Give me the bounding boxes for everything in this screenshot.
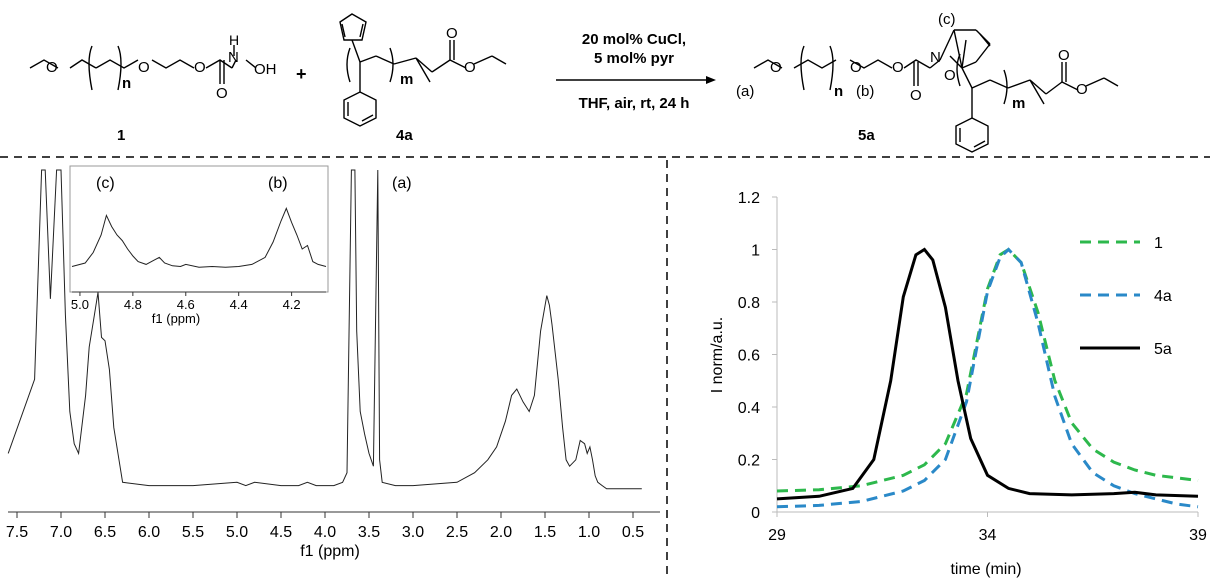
nmr-tick-label: 5.0 [226, 524, 248, 541]
gpc-legend: 1 4a 5a [1080, 235, 1172, 358]
nmr-x-axis-label: f1 (ppm) [300, 543, 360, 560]
label-b-scheme: (b) [856, 83, 874, 100]
nmr-tick-label: 5.5 [182, 524, 204, 541]
inset-tick-label: 5.0 [71, 297, 89, 312]
compound-1-label: 1 [117, 127, 125, 144]
gpc-y-tick-label: 0.8 [738, 295, 760, 312]
nmr-inset: 5.0 4.8 4.6 4.4 4.2 f1 (ppm) (c) (b) [69, 165, 329, 326]
atom-o-4: O [216, 85, 228, 102]
atom-o-7: O [770, 59, 782, 76]
inset-trace-line [71, 207, 327, 268]
repeat-n-2: n [834, 83, 843, 100]
atom-n-1: N [228, 49, 239, 66]
compound-5a-label: 5a [858, 127, 875, 144]
gpc-y-tick-label: 0.2 [738, 453, 760, 470]
gpc-y-axis-label: I norm/a.u. [709, 317, 726, 393]
inset-tick-label: 4.2 [283, 297, 301, 312]
gpc-x-axis-label: time (min) [950, 561, 1021, 578]
gpc-x-tick-label: 34 [979, 527, 997, 544]
inset-x-axis-label: f1 (ppm) [152, 311, 200, 326]
nmr-tick-label: 1.0 [578, 524, 600, 541]
nmr-tick-label: 3.5 [358, 524, 380, 541]
nmr-tick-label: 7.5 [6, 524, 28, 541]
nmr-tick-label: 0.5 [622, 524, 644, 541]
nmr-trace-line [7, 169, 642, 490]
nmr-spectrum: 7.5 7.0 6.5 6.0 5.5 5.0 4.5 4.0 3.5 3.0 2.5 2.0 1.5 1… [6, 165, 660, 560]
atom-oh-1: OH [254, 61, 277, 78]
reaction-scheme: O O O O N H OH n 1 + [29, 11, 1119, 153]
atom-o-9: O [892, 59, 904, 76]
nmr-peak-label-a: (a) [392, 175, 412, 192]
gpc-series-1-line [776, 247, 1199, 493]
atom-o-8: O [850, 59, 862, 76]
compound-5a-structure [753, 29, 1119, 153]
conditions-line3: THF, air, rt, 24 h [579, 95, 690, 112]
inset-tick-label: 4.4 [230, 297, 248, 312]
legend-label-1: 1 [1154, 235, 1163, 252]
compound-4a-label: 4a [396, 127, 413, 144]
atom-o-11: O [944, 67, 956, 84]
legend-label-5a: 5a [1154, 341, 1172, 358]
conditions-line1: 20 mol% CuCl, [582, 31, 686, 48]
atom-o-13: O [1076, 81, 1088, 98]
atom-n-2: N [930, 49, 941, 66]
gpc-y-tick-label: 0 [751, 505, 760, 522]
gpc-y-tick-label: 1.2 [738, 190, 760, 207]
conditions-line2: 5 mol% pyr [594, 50, 674, 67]
label-c-scheme: (c) [938, 11, 956, 28]
nmr-tick-label: 2.0 [490, 524, 512, 541]
nmr-tick-label: 7.0 [50, 524, 72, 541]
gpc-y-tick-label: 0.6 [738, 348, 760, 365]
atom-o-2: O [138, 59, 150, 76]
compound-4a-structure [339, 13, 507, 127]
nmr-tick-label: 1.5 [534, 524, 556, 541]
repeat-n-1: n [122, 75, 131, 92]
inset-peak-label-b: (b) [268, 175, 288, 192]
legend-label-4a: 4a [1154, 288, 1172, 305]
nmr-tick-label: 4.5 [270, 524, 292, 541]
gpc-x-tick-label: 29 [768, 527, 786, 544]
inset-peak-label-c: (c) [96, 175, 115, 192]
inset-tick-label: 4.8 [124, 297, 142, 312]
gpc-y-tick-label: 0.4 [738, 400, 760, 417]
repeat-m-1: m [400, 71, 413, 88]
atom-h-1: H [229, 32, 239, 48]
atom-o-1: O [46, 59, 58, 76]
gpc-x-tick-label: 39 [1189, 527, 1207, 544]
gpc-series-5a-line [776, 247, 1199, 501]
compound-1-structure [29, 45, 257, 91]
inset-tick-label: 4.6 [177, 297, 195, 312]
nmr-tick-label: 2.5 [446, 524, 468, 541]
nmr-tick-label: 6.5 [94, 524, 116, 541]
label-a-scheme: (a) [736, 83, 754, 100]
gpc-y-tick-label: 1 [751, 243, 760, 260]
nmr-tick-label: 6.0 [138, 524, 160, 541]
atom-o-6: O [464, 59, 476, 76]
gpc-chart: 0 0.2 0.4 0.6 0.8 1 1.2 29 34 39 time (min) I no… [709, 190, 1207, 578]
atom-o-5: O [446, 25, 458, 42]
repeat-m-2: m [1012, 95, 1025, 112]
atom-o-3: O [194, 59, 206, 76]
nmr-tick-label: 4.0 [314, 524, 336, 541]
atom-o-10: O [910, 87, 922, 104]
nmr-tick-label: 3.0 [402, 524, 424, 541]
plus-sign: + [296, 64, 307, 84]
atom-o-12: O [1058, 47, 1070, 64]
